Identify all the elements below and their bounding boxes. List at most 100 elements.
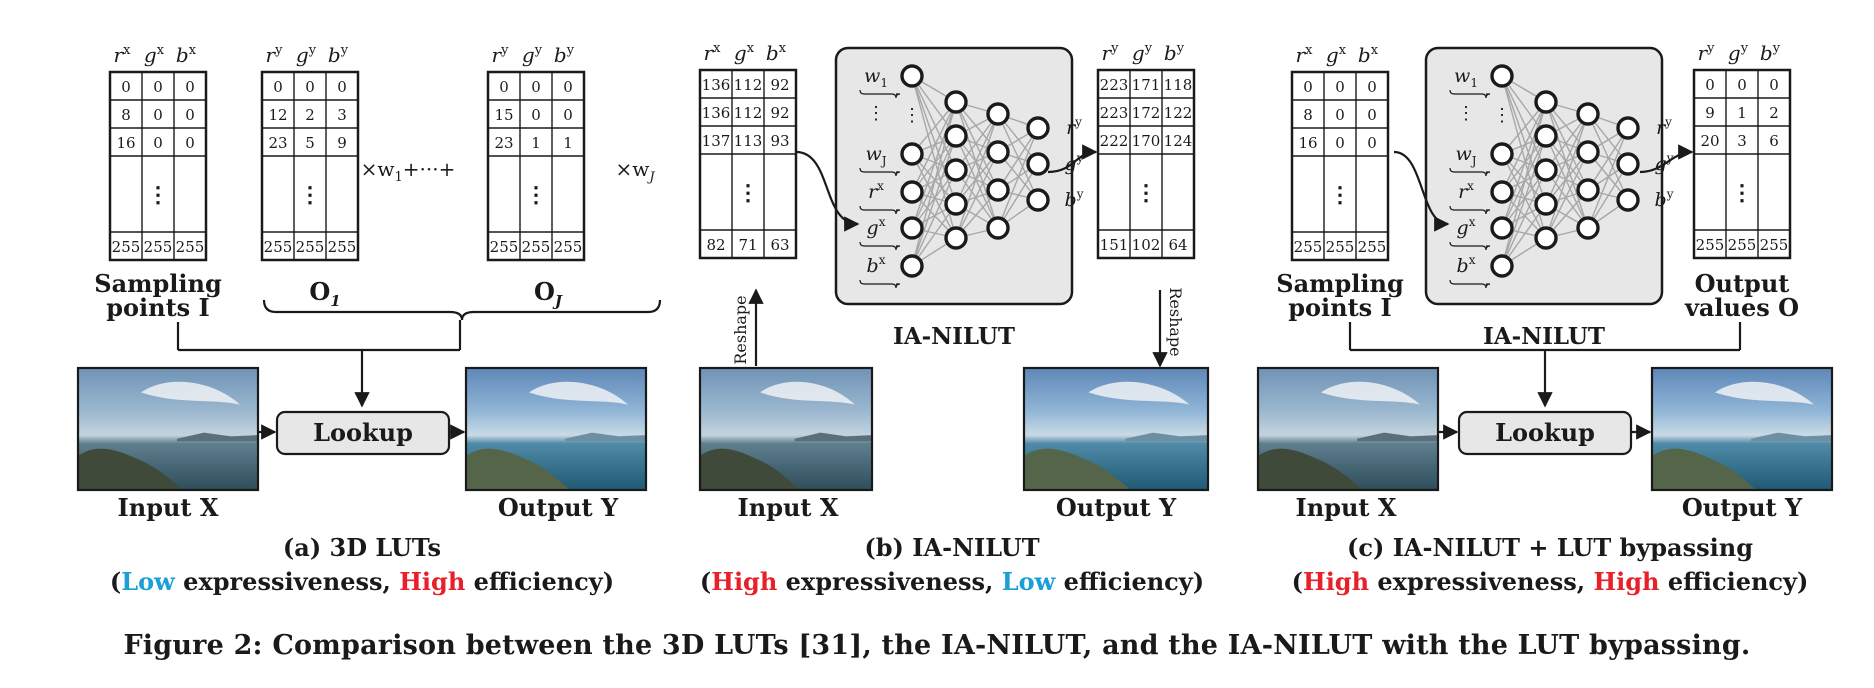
- network-edge: [1501, 75, 1547, 171]
- header-r: ry: [266, 43, 284, 67]
- panel-b-output-photo: [1022, 366, 1210, 492]
- label-sub: J: [552, 292, 563, 310]
- table-ellipsis: ⋮: [525, 182, 547, 208]
- panel-b-net-to-row: [1047, 144, 1098, 174]
- header-sup: x: [189, 43, 197, 58]
- table-cell: 0: [1367, 106, 1377, 124]
- network-edge: [997, 163, 1039, 229]
- table-ellipsis: ⋮: [1731, 180, 1753, 206]
- photo-rocks: [466, 448, 571, 490]
- header-sup: y: [1110, 41, 1119, 56]
- network-edge: [955, 113, 999, 239]
- table-cell: 102: [1132, 236, 1161, 254]
- table-cell: 136: [702, 76, 731, 94]
- network-node: [1576, 216, 1600, 240]
- network-edge: [1545, 169, 1589, 229]
- network-ellipsis: ⋮: [1493, 105, 1511, 126]
- subtitle-part: High: [711, 567, 777, 596]
- photo-mountain: [1357, 432, 1438, 442]
- table-cell: 93: [770, 132, 789, 150]
- photo-rocks: [700, 448, 800, 490]
- panel-a-weight-j: ×wJ: [615, 157, 655, 185]
- network-node: [1616, 116, 1640, 140]
- panel-c-output-photo: [1650, 366, 1834, 492]
- network-node: [1576, 140, 1600, 164]
- network-node: [1490, 64, 1514, 88]
- network-edge: [1587, 127, 1629, 191]
- network-node: [1534, 124, 1558, 148]
- photo-border: [464, 366, 648, 492]
- table-cell: 122: [1164, 104, 1193, 122]
- network-node: [1534, 90, 1558, 114]
- network-node: [1490, 142, 1514, 166]
- label-sup: x: [879, 215, 886, 229]
- network-node: [986, 140, 1010, 164]
- header-sup: y: [500, 43, 509, 58]
- table-ellipsis: ⋮: [737, 180, 759, 206]
- table-cell: 255: [176, 238, 205, 256]
- photo-mountain: [1751, 432, 1832, 442]
- network-edge: [1587, 113, 1629, 201]
- header-g: gx: [734, 41, 755, 65]
- photo-border: [76, 366, 260, 492]
- table-cell: 255: [1696, 236, 1725, 254]
- table-cell: 9: [337, 134, 347, 152]
- panel-b-reshape-label-out: Reshape: [1166, 287, 1185, 356]
- network-edge: [1545, 113, 1589, 239]
- panel-a-title: (a) 3D LUTs: [283, 533, 441, 562]
- photo-rocks: [78, 448, 183, 490]
- table-cell: 0: [185, 106, 195, 124]
- panel-b-input-photo: [698, 366, 874, 492]
- table-cell: 255: [328, 238, 357, 256]
- table-frame: [1096, 68, 1196, 260]
- panel-a-output-photo: [464, 366, 648, 492]
- network-edge: [911, 135, 957, 267]
- network-edge: [955, 169, 999, 229]
- network-node: [1576, 178, 1600, 202]
- table-cell: 255: [1358, 238, 1387, 256]
- network-edge: [955, 113, 999, 205]
- photo-cloud: [760, 381, 855, 405]
- brace-mark: [1449, 167, 1491, 177]
- brace-mark: [859, 89, 901, 99]
- table-cell: 23: [268, 134, 287, 152]
- header-b: by: [1164, 41, 1185, 65]
- header-sup: y: [566, 43, 575, 58]
- table-cell: 2: [305, 106, 315, 124]
- header-sup: x: [747, 41, 755, 56]
- label-sup: x: [1467, 179, 1474, 193]
- table-cell: 0: [1335, 134, 1345, 152]
- network-title: IA-NILUT: [893, 323, 1015, 350]
- photo-rocks: [1652, 448, 1757, 490]
- header-sup: x: [713, 41, 721, 56]
- panel-b-title: (b) IA-NILUT: [864, 533, 1039, 562]
- table-cell: 113: [734, 132, 763, 150]
- table-cell: 3: [1737, 132, 1747, 150]
- header-b: by: [1760, 41, 1781, 65]
- network-edge: [997, 127, 1039, 229]
- label-sup: x: [877, 179, 884, 193]
- header-sup: y: [1740, 41, 1749, 56]
- table-cell: 92: [770, 76, 789, 94]
- table-cell: 0: [1303, 78, 1313, 96]
- label-sup: x: [1469, 253, 1476, 267]
- network-edge: [1587, 163, 1629, 229]
- header-sup: y: [1772, 41, 1781, 56]
- label-sub: 1: [330, 292, 340, 310]
- network-node: [944, 226, 968, 250]
- table-cell: 0: [563, 106, 573, 124]
- brace-mark: [1449, 205, 1491, 215]
- header-b: bx: [766, 41, 787, 65]
- photo-rocks: [1024, 448, 1131, 490]
- network-node: [1026, 152, 1050, 176]
- network-input-ellipsis: ⋮: [867, 103, 885, 124]
- table-cell: 0: [499, 78, 509, 96]
- label-sup: y: [1076, 187, 1084, 201]
